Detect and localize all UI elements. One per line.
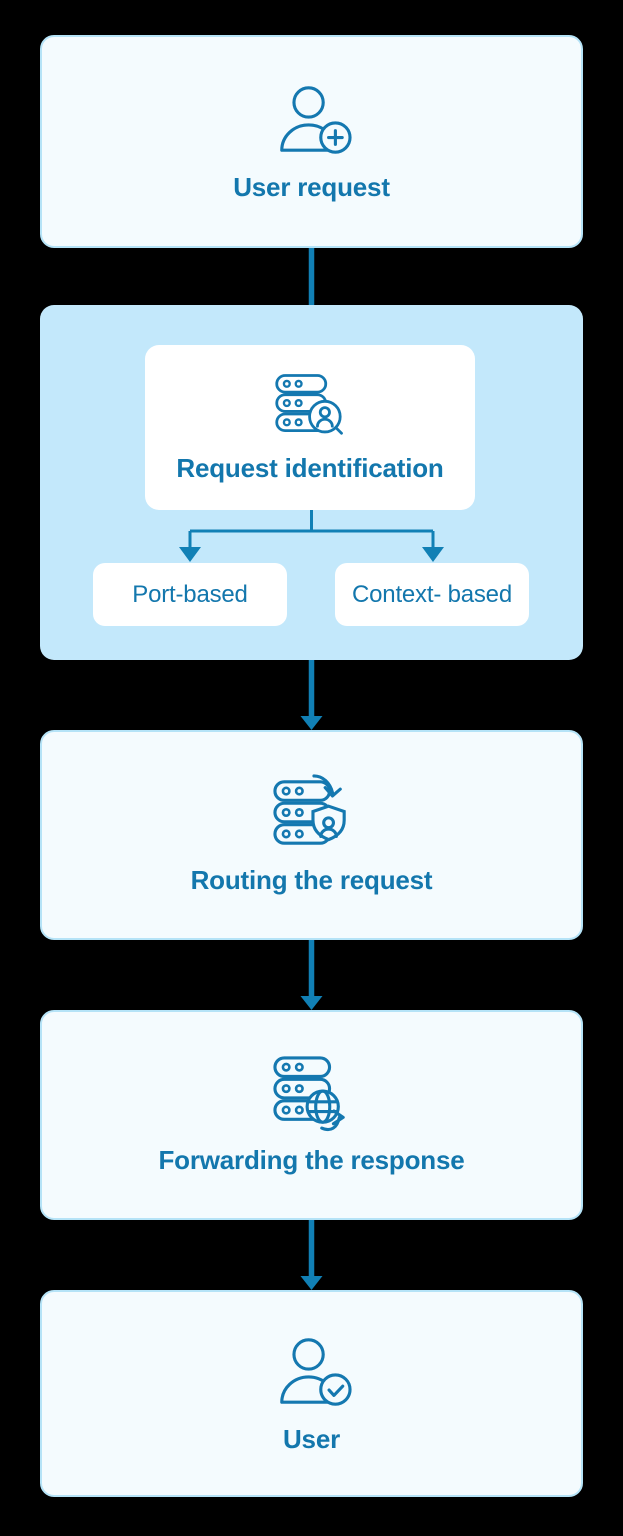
node-routing-the-request: Routing the request <box>40 730 583 940</box>
node-label-request-identification: Request identification <box>176 452 444 483</box>
branch-connector <box>179 510 444 562</box>
connector-arrow-2 <box>300 660 323 730</box>
request-identification-group: Request identification Port-based Contex… <box>40 305 583 660</box>
node-label-port-based: Port-based <box>132 580 248 608</box>
node-user: User <box>40 1290 583 1497</box>
server-globe-arrow-icon <box>272 1056 345 1132</box>
connector-arrow-4 <box>300 1220 323 1290</box>
node-user-request: User request <box>40 35 583 248</box>
node-port-based: Port-based <box>93 563 287 626</box>
server-user-search-icon <box>275 373 343 435</box>
node-label-forwarding-the-response: Forwarding the response <box>158 1145 465 1175</box>
connector-arrow-3 <box>300 940 323 1010</box>
user-plus-icon <box>279 85 352 154</box>
node-forwarding-the-response: Forwarding the response <box>40 1010 583 1220</box>
user-check-icon <box>279 1337 352 1406</box>
node-request-identification: Request identification <box>145 345 475 510</box>
node-label-user: User <box>282 1423 340 1454</box>
node-label-user-request: User request <box>233 171 390 202</box>
server-shield-user-icon <box>272 774 346 845</box>
node-context-based: Context- based <box>335 563 529 626</box>
node-label-context-based: Context- based <box>352 580 512 608</box>
node-label-routing-the-request: Routing the request <box>190 865 433 895</box>
